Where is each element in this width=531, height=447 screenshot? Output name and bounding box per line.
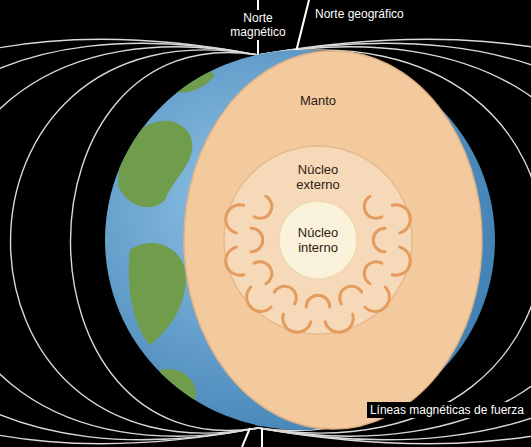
magnetic-north-label: Norte magnético [222, 10, 294, 40]
layer-label: Núcleo interno [286, 225, 350, 255]
inner-core: Núcleo interno [278, 200, 358, 280]
outer-core: Núcleo externoNúcleo interno [223, 145, 413, 335]
geographic-north-label: Norte geográfico [312, 6, 407, 22]
layer-label: Núcleo externo [286, 162, 350, 192]
layer-label: Manto [273, 93, 363, 108]
field-lines-label: Líneas magnéticas de fuerza [367, 402, 527, 418]
field-lines [0, 39, 531, 443]
mantle-layer: MantoNúcleo externoNúcleo interno [183, 50, 483, 430]
globe [105, 50, 495, 430]
